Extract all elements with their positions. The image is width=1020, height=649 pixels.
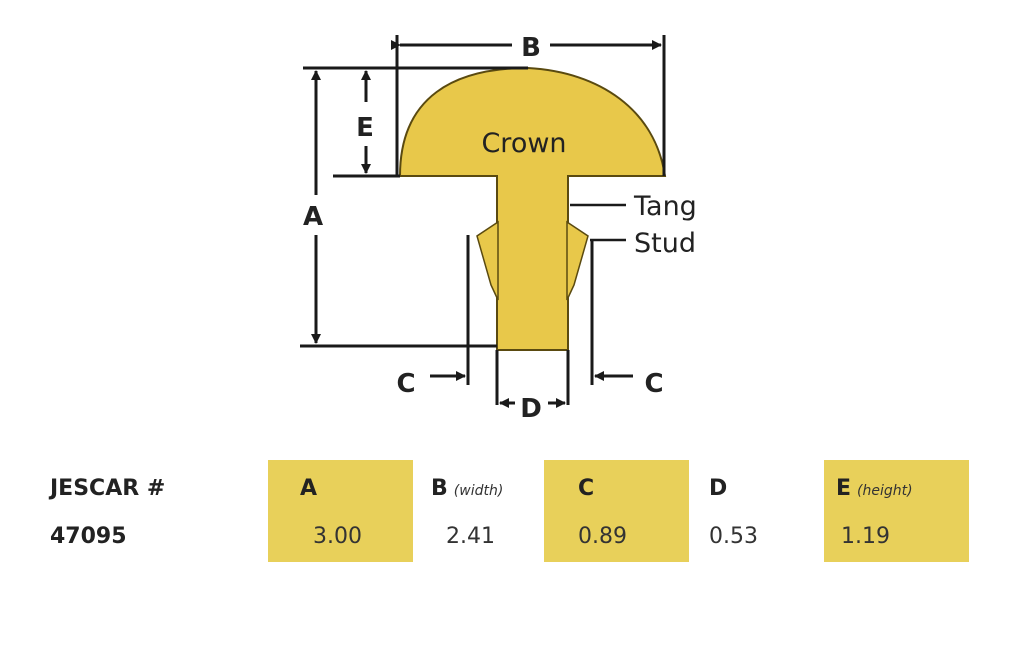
column-a-highlight — [268, 460, 413, 562]
dimension-c — [430, 235, 633, 385]
column-e-highlight — [824, 460, 969, 562]
stud-right — [566, 220, 589, 301]
part-number: 47095 — [50, 524, 127, 549]
label-e: E — [356, 113, 374, 143]
header-e-letter: E — [836, 476, 852, 501]
label-a: A — [303, 202, 323, 232]
label-c-left: C — [396, 369, 415, 399]
value-b: 2.41 — [446, 524, 495, 549]
header-b-sub: (width) — [453, 483, 504, 499]
dimension-a — [300, 70, 497, 348]
column-c-highlight — [544, 460, 689, 562]
label-crown: Crown — [481, 128, 566, 159]
value-e: 1.19 — [841, 524, 890, 549]
header-b: B (width) — [431, 476, 503, 501]
value-c: 0.89 — [578, 524, 627, 549]
fret-wire-diagram: B E A C C D Crown Tang Stud — [300, 33, 697, 424]
label-d: D — [520, 394, 542, 424]
spec-table: JESCAR # A B(width) C D E(height) 47095 … — [0, 460, 1020, 562]
value-a: 3.00 — [313, 524, 362, 549]
dimension-d — [495, 350, 570, 408]
header-d-letter: D — [709, 476, 728, 501]
stud-left — [476, 220, 499, 301]
header-d: D — [709, 476, 727, 501]
label-b: B — [521, 33, 541, 63]
label-c-right: C — [644, 369, 663, 399]
fret-wire-shape — [398, 66, 667, 351]
dimension-b — [391, 35, 666, 176]
dimension-e — [303, 66, 528, 178]
label-tang: Tang — [633, 191, 697, 222]
header-jescar: JESCAR # — [50, 476, 166, 501]
header-e: E (height) — [836, 476, 913, 501]
header-a-letter: A — [300, 476, 318, 501]
header-c-letter: C — [578, 476, 595, 501]
header-c: C — [578, 476, 594, 501]
header-e-sub: (height) — [857, 483, 913, 499]
label-stud: Stud — [634, 228, 696, 259]
header-b-letter: B — [431, 476, 448, 501]
header-a: A — [300, 476, 317, 501]
value-d: 0.53 — [709, 524, 758, 549]
